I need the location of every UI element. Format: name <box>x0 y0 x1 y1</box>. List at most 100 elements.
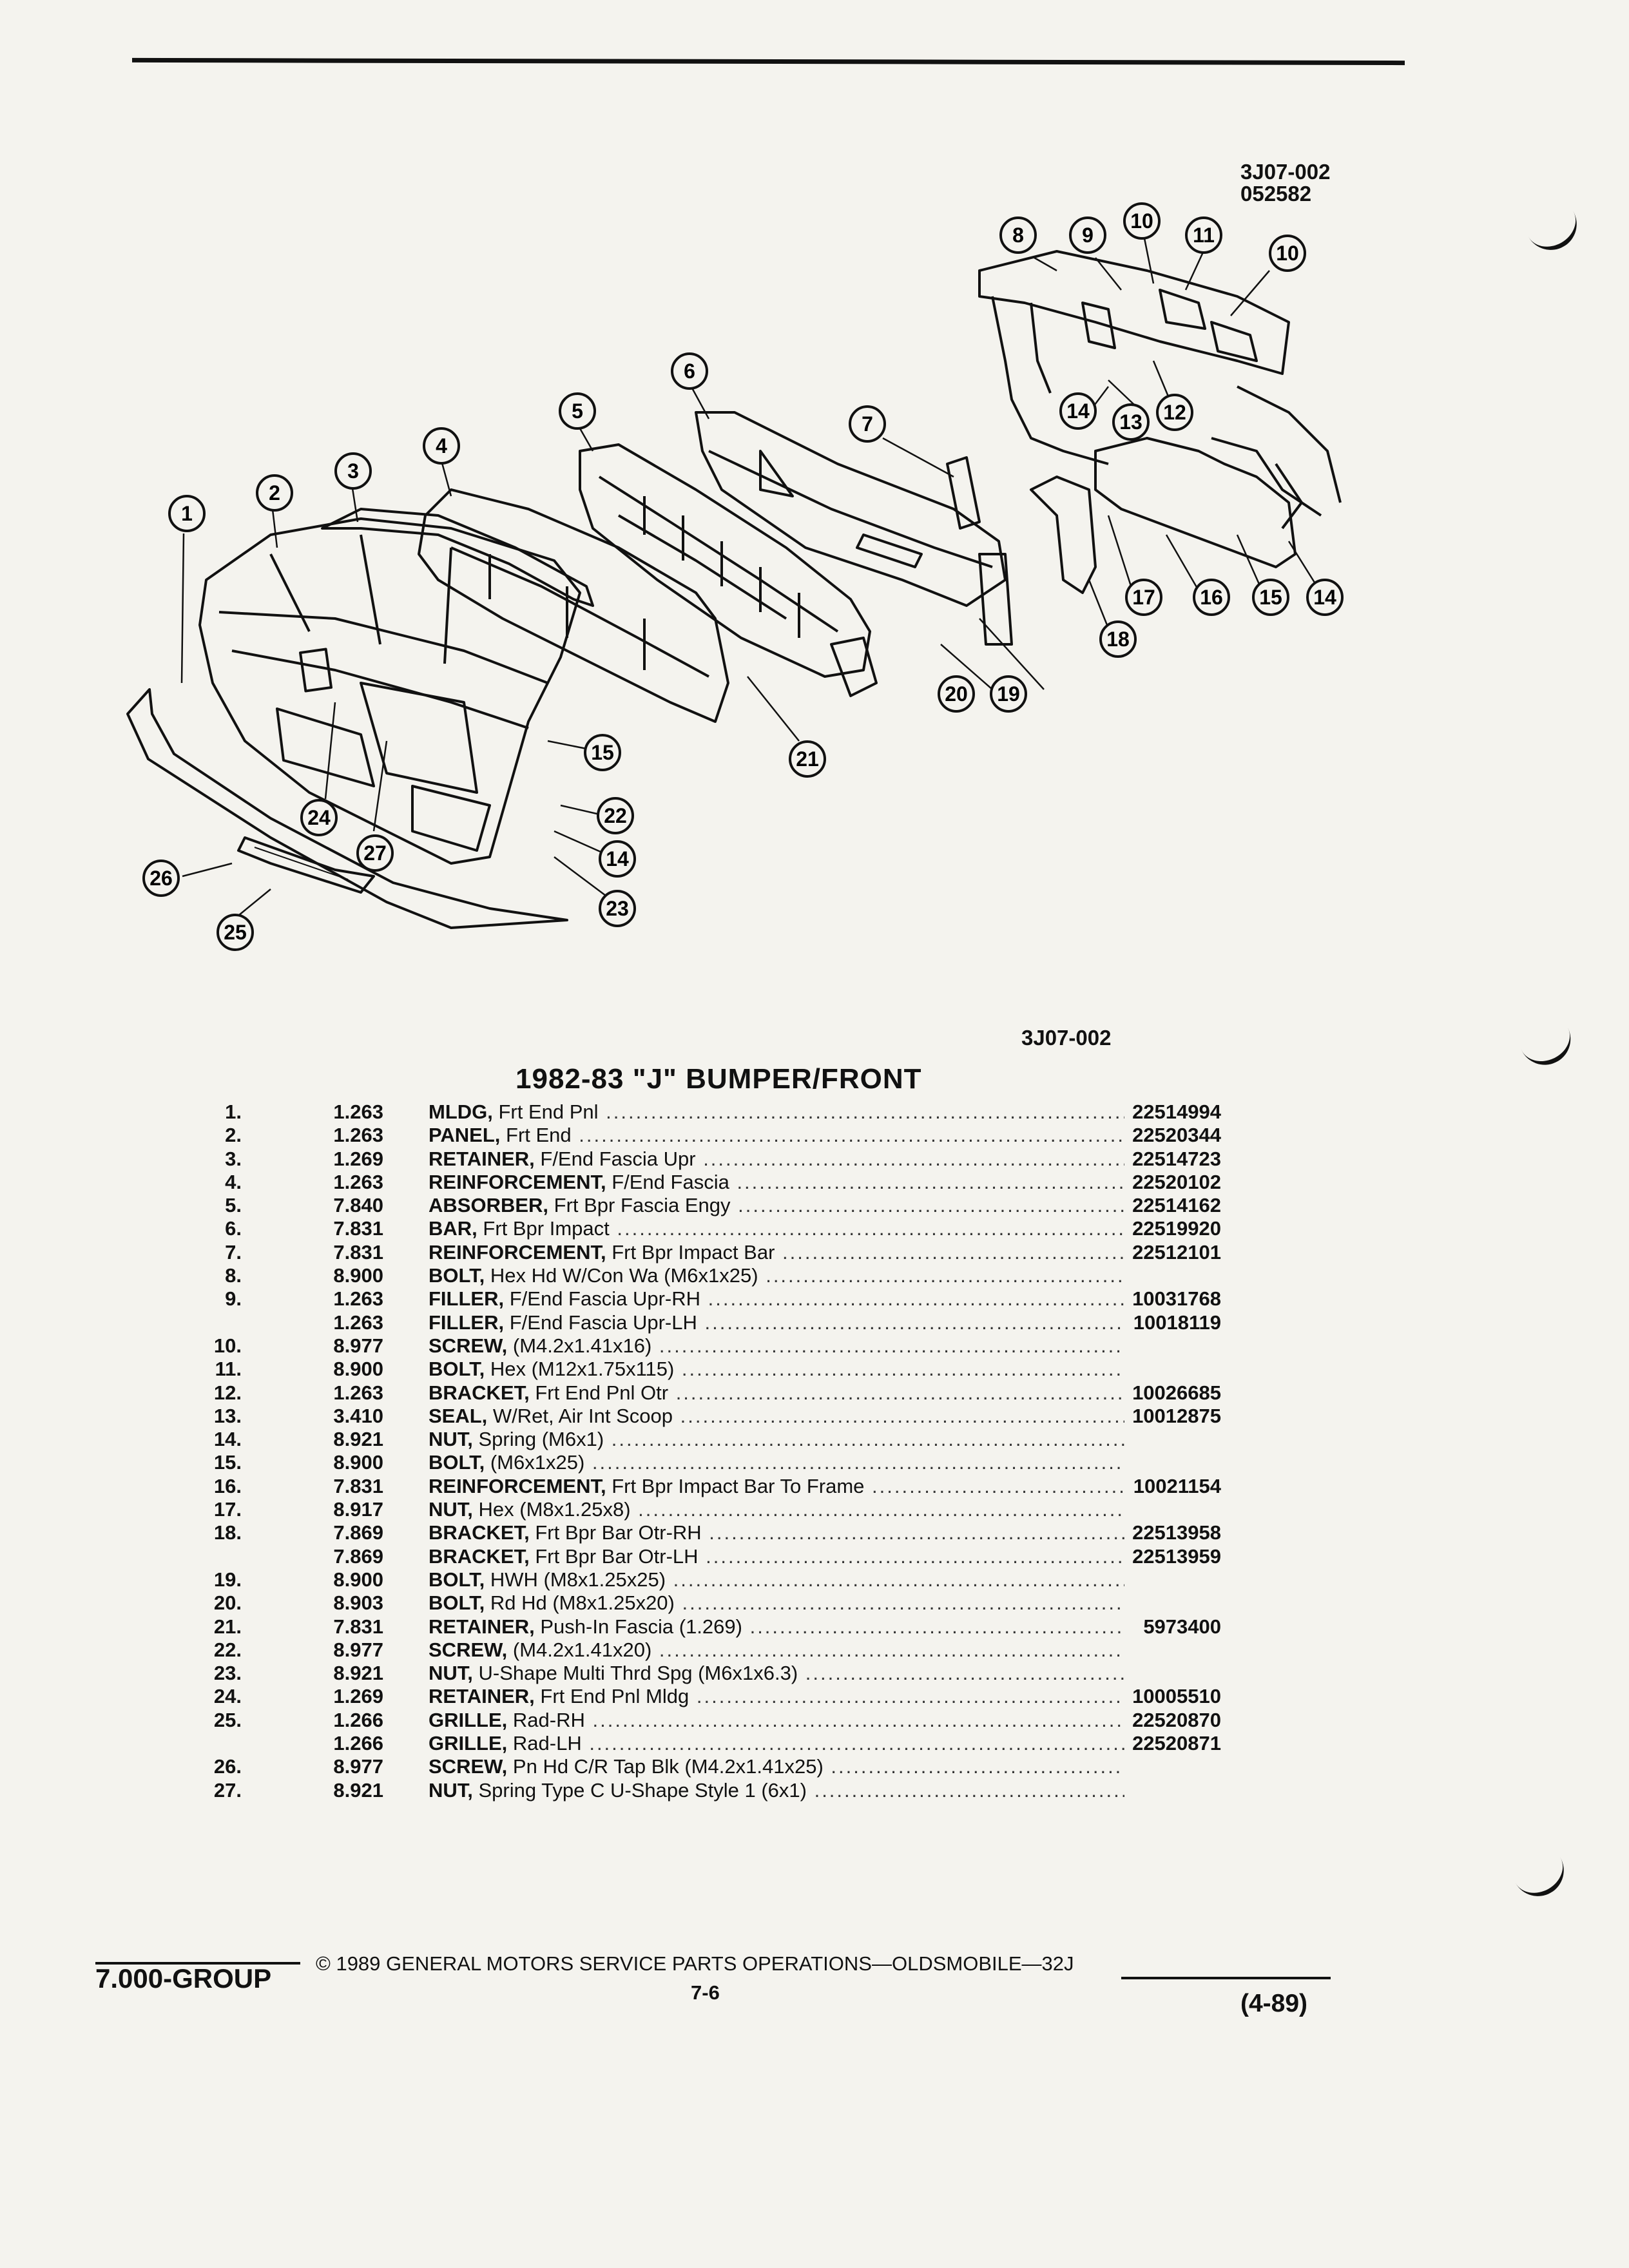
callout-number: 15 <box>1259 586 1282 609</box>
part-name: MLDG, <box>429 1100 493 1123</box>
part-description: BOLT, Hex Hd W/Con Wa (M6x1x25) ........… <box>429 1264 1124 1287</box>
part-spec: F/End Fascia <box>606 1170 729 1193</box>
callout-number: 8 <box>1012 224 1024 247</box>
item-number: 2. <box>225 1124 242 1147</box>
part-description: BOLT, HWH (M8x1.25x25) .................… <box>429 1568 1124 1591</box>
part-spec: Hex Hd W/Con Wa (M6x1x25) <box>485 1264 758 1287</box>
part-fascia-reinforcement <box>418 488 729 723</box>
callout-7: 7 <box>849 405 886 443</box>
drawing-date-code: 052582 <box>1240 182 1312 206</box>
item-number: 13. <box>213 1404 242 1427</box>
part-name: RETAINER, <box>429 1615 535 1638</box>
callout-6: 6 <box>671 352 708 390</box>
group-number: 8.900 <box>333 1451 383 1474</box>
part-spec: (M6x1x25) <box>485 1451 585 1474</box>
item-number: 27. <box>213 1778 242 1802</box>
leader-dots: ........................................… <box>659 1638 1124 1661</box>
scan-mark <box>1514 1012 1579 1073</box>
group-number: 3.410 <box>333 1404 383 1427</box>
group-number: 8.977 <box>333 1334 383 1357</box>
item-number: 12. <box>213 1381 242 1404</box>
callout-14: 14 <box>599 840 636 878</box>
leader-dots: ........................................… <box>611 1428 1124 1451</box>
part-name: NUT, <box>429 1778 473 1802</box>
part-description: NUT, Spring Type C U-Shape Style 1 (6x1)… <box>429 1779 1124 1802</box>
part-number: 22514162 <box>1132 1194 1221 1217</box>
item-number: 8. <box>225 1264 242 1287</box>
callout-18: 18 <box>1099 620 1137 658</box>
part-description: RETAINER, Frt End Pnl Mldg .............… <box>429 1685 1124 1708</box>
leader-dots: ........................................… <box>709 1521 1124 1544</box>
leader-dots: ........................................… <box>673 1568 1124 1591</box>
part-outer-bracket <box>1030 476 1097 594</box>
item-number: 24. <box>213 1685 242 1708</box>
part-spec: (M4.2x1.41x20) <box>507 1638 652 1661</box>
callout-10: 10 <box>1123 202 1161 240</box>
callout-number: 25 <box>224 921 247 944</box>
callout-number: 24 <box>307 806 331 829</box>
part-description: NUT, Hex (M8x1.25x8) ...................… <box>429 1498 1124 1521</box>
group-number: 8.917 <box>333 1498 383 1521</box>
callout-number: 21 <box>796 747 819 771</box>
group-number: 8.921 <box>333 1778 383 1802</box>
part-spec: Hex (M8x1.25x8) <box>472 1498 631 1521</box>
leader-dots: ........................................… <box>737 1170 1124 1193</box>
callout-14: 14 <box>1059 392 1097 430</box>
item-number: 11. <box>215 1358 242 1381</box>
exploded-bumper-diagram: 1234567891011101213141716151418192021152… <box>126 202 1344 951</box>
part-number: 22513959 <box>1132 1544 1221 1568</box>
leader-dots: ........................................… <box>872 1474 1124 1497</box>
group-number: 7.869 <box>333 1521 383 1544</box>
drawing-code: 3J07-002 <box>1240 160 1331 184</box>
callout-number: 4 <box>436 434 447 457</box>
part-description: SEAL, W/Ret, Air Int Scoop .............… <box>429 1405 1124 1428</box>
group-number: 1.263 <box>333 1170 383 1193</box>
group-number: 8.900 <box>333 1264 383 1287</box>
part-name: RETAINER, <box>429 1147 535 1170</box>
part-name: SEAL, <box>429 1404 488 1427</box>
leader-dots: ........................................… <box>617 1217 1124 1240</box>
part-name: BOLT, <box>429 1568 485 1591</box>
callout-number: 22 <box>604 804 627 827</box>
item-number: 7. <box>225 1240 242 1264</box>
part-description: BRACKET, Frt Bpr Bar Otr-LH ............… <box>429 1545 1124 1568</box>
part-spec: Frt End Pnl Otr <box>529 1381 669 1404</box>
footer-page-number: 7-6 <box>691 1981 720 2004</box>
part-spec: (M4.2x1.41x16) <box>507 1334 652 1357</box>
callout-number: 14 <box>1066 399 1090 423</box>
item-number: 19. <box>213 1568 242 1591</box>
part-moulding <box>126 688 568 929</box>
callout-number: 27 <box>363 841 387 865</box>
part-number: 22512101 <box>1132 1240 1221 1264</box>
callout-20: 20 <box>938 675 975 713</box>
part-name: GRILLE, <box>429 1732 508 1755</box>
callout-number: 19 <box>997 682 1020 706</box>
part-name: FILLER, <box>429 1287 505 1311</box>
leader-dots: ........................................… <box>703 1147 1124 1170</box>
item-number: 18. <box>213 1521 242 1544</box>
group-number: 1.266 <box>333 1708 383 1731</box>
part-number: 10012875 <box>1132 1404 1221 1427</box>
leader-dots: ........................................… <box>682 1591 1124 1615</box>
part-name: NUT, <box>429 1662 473 1685</box>
part-spec: W/Ret, Air Int Scoop <box>487 1404 673 1427</box>
callout-22: 22 <box>597 797 634 834</box>
part-spec: Spring (M6x1) <box>472 1428 604 1451</box>
leader-dots: ........................................… <box>704 1311 1124 1334</box>
